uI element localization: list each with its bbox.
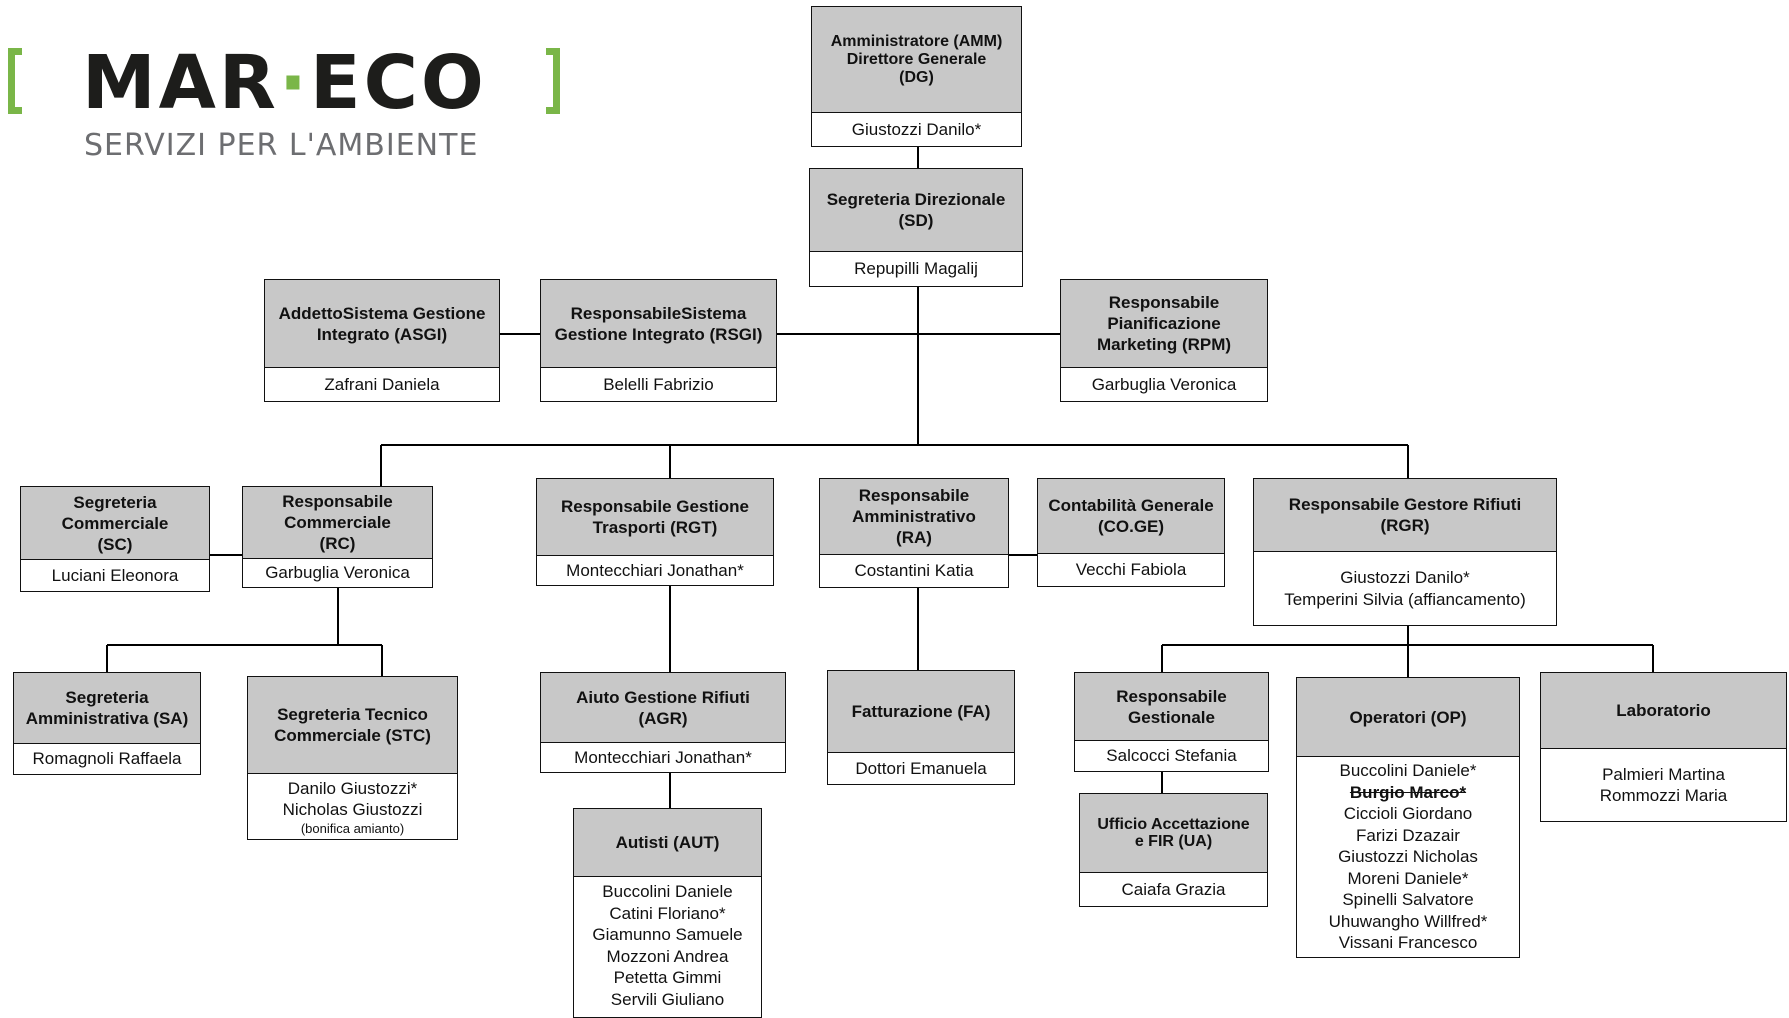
node-people: Danilo Giustozzi* Nicholas Giustozzi (bo… bbox=[282, 778, 423, 836]
node-people: Dottori Emanuela bbox=[855, 758, 987, 778]
node-laboratorio: Laboratorio Palmieri Martina Rommozzi Ma… bbox=[1540, 672, 1787, 822]
node-segreteria-direzionale: Segreteria Direzionale (SD) Repupilli Ma… bbox=[809, 168, 1023, 287]
node-people: Costantini Katia bbox=[854, 561, 974, 581]
logo-wordmark: MAR·ECO bbox=[82, 40, 487, 126]
node-people: Repupilli Magalij bbox=[854, 259, 978, 279]
node-people: Buccolini Daniele* Burgio Marco* Cicciol… bbox=[1328, 761, 1488, 953]
node-title: Responsabile Gestione Trasporti (RGT) bbox=[537, 479, 773, 556]
node-title: Segreteria Amministrativa (SA) bbox=[14, 673, 200, 744]
node-title: Segreteria Direzionale (SD) bbox=[810, 169, 1022, 252]
node-people: Vecchi Fabiola bbox=[1075, 560, 1187, 580]
node-people: Montecchiari Jonathan* bbox=[566, 560, 744, 580]
node-amministratore: Amministratore (AMM) Direttore Generale … bbox=[811, 6, 1022, 147]
node-people: Garbuglia Veronica bbox=[1091, 374, 1237, 394]
node-segreteria-tecnico-commerciale: Segreteria Tecnico Commerciale (STC) Dan… bbox=[247, 676, 458, 840]
node-people: Luciani Eleonora bbox=[51, 565, 179, 585]
node-title: Segreteria Commerciale (SC) bbox=[21, 487, 209, 560]
node-people: Belelli Fabrizio bbox=[603, 374, 714, 394]
node-title: Amministratore (AMM) Direttore Generale … bbox=[812, 7, 1021, 113]
node-contabilita-generale: Contabilità Generale (CO.GE) Vecchi Fabi… bbox=[1037, 478, 1225, 587]
node-title: Responsabile Commerciale (RC) bbox=[243, 487, 432, 559]
node-title: Laboratorio bbox=[1541, 673, 1786, 749]
node-title: Autisti (AUT) bbox=[574, 809, 761, 877]
node-title: Contabilità Generale (CO.GE) bbox=[1038, 479, 1224, 554]
node-responsabile-amministrativo: Responsabile Amministrativo (RA) Costant… bbox=[819, 478, 1009, 588]
node-operatori: Operatori (OP) Buccolini Daniele* Burgio… bbox=[1296, 677, 1520, 958]
node-title: Ufficio Accettazione e FIR (UA) bbox=[1080, 794, 1267, 873]
node-segreteria-commerciale: Segreteria Commerciale (SC) Luciani Eleo… bbox=[20, 486, 210, 592]
node-title: Operatori (OP) bbox=[1297, 678, 1519, 757]
node-rsgi: ResponsabileSistema Gestione Integrato (… bbox=[540, 279, 777, 402]
node-title: AddettoSistema Gestione Integrato (ASGI) bbox=[265, 280, 499, 368]
logo-tagline: SERVIZI PER L'AMBIENTE bbox=[84, 128, 479, 163]
node-people: Salcocci Stefania bbox=[1106, 746, 1237, 766]
node-title: Fatturazione (FA) bbox=[828, 671, 1014, 753]
node-people: Garbuglia Veronica bbox=[265, 563, 410, 583]
node-responsabile-gestionale: Responsabile Gestionale Salcocci Stefani… bbox=[1074, 672, 1269, 772]
node-title: Responsabile Amministrativo (RA) bbox=[820, 479, 1008, 555]
node-title: Responsabile Gestionale bbox=[1075, 673, 1268, 741]
node-agr: Aiuto Gestione Rifiuti (AGR) Montecchiar… bbox=[540, 672, 786, 773]
node-people: Giustozzi Danilo* bbox=[851, 119, 982, 139]
node-rgr: Responsabile Gestore Rifiuti (RGR) Giust… bbox=[1253, 478, 1557, 626]
node-people: Giustozzi Danilo* Temperini Silvia (affi… bbox=[1284, 568, 1526, 609]
logo-right-bracket bbox=[546, 48, 560, 114]
node-people: Caiafa Grazia bbox=[1121, 879, 1226, 899]
node-segreteria-amministrativa: Segreteria Amministrativa (SA) Romagnoli… bbox=[13, 672, 201, 775]
node-title: Segreteria Tecnico Commerciale (STC) bbox=[248, 677, 457, 774]
logo-left-bracket bbox=[8, 48, 22, 114]
node-rgt: Responsabile Gestione Trasporti (RGT) Mo… bbox=[536, 478, 774, 586]
node-title: Responsabile Pianificazione Marketing (R… bbox=[1061, 280, 1267, 368]
node-people: Palmieri Martina Rommozzi Maria bbox=[1599, 764, 1728, 806]
node-title: Responsabile Gestore Rifiuti (RGR) bbox=[1254, 479, 1556, 552]
node-people: Romagnoli Raffaela bbox=[32, 749, 182, 769]
node-responsabile-commerciale: Responsabile Commerciale (RC) Garbuglia … bbox=[242, 486, 433, 588]
node-title: ResponsabileSistema Gestione Integrato (… bbox=[541, 280, 776, 368]
node-asgi: AddettoSistema Gestione Integrato (ASGI)… bbox=[264, 279, 500, 402]
node-title: Aiuto Gestione Rifiuti (AGR) bbox=[541, 673, 785, 743]
node-ufficio-accettazione: Ufficio Accettazione e FIR (UA) Caiafa G… bbox=[1079, 793, 1268, 907]
node-fatturazione: Fatturazione (FA) Dottori Emanuela bbox=[827, 670, 1015, 785]
node-rpm: Responsabile Pianificazione Marketing (R… bbox=[1060, 279, 1268, 402]
node-autisti: Autisti (AUT) Buccolini Daniele Catini F… bbox=[573, 808, 762, 1018]
node-people: Montecchiari Jonathan* bbox=[574, 747, 752, 767]
company-logo: MAR·ECO SERVIZI PER L'AMBIENTE bbox=[0, 0, 580, 175]
node-people: Zafrani Daniela bbox=[324, 374, 440, 394]
node-people: Buccolini Daniele Catini Floriano* Giamu… bbox=[592, 882, 743, 1009]
